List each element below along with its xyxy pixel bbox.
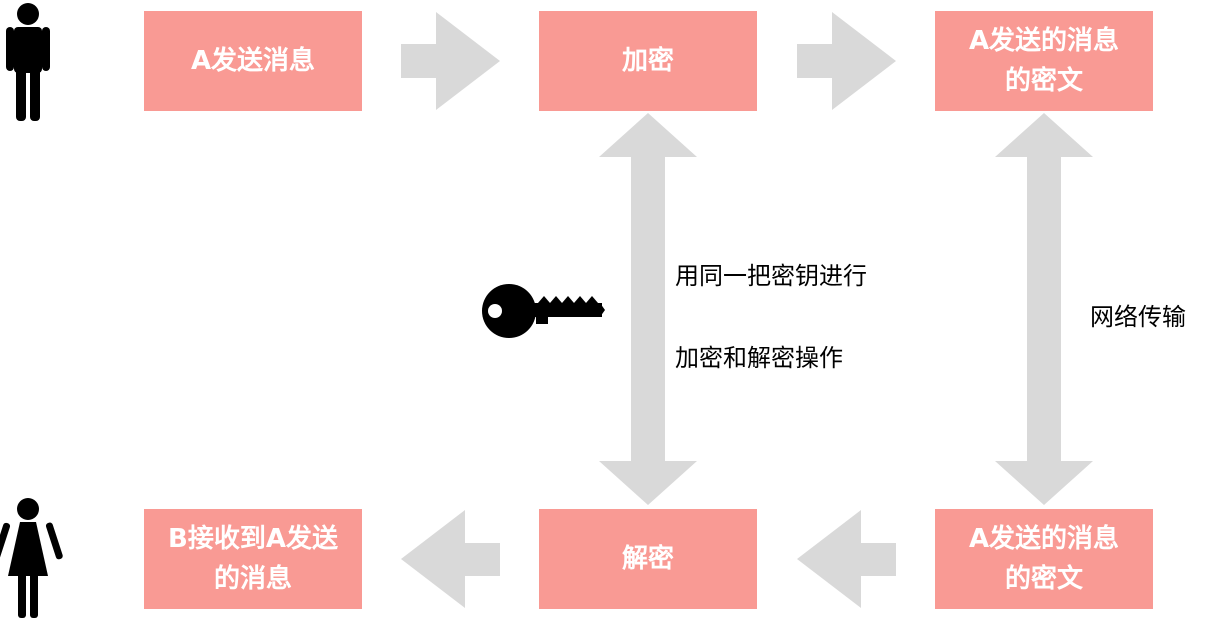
ciphertext-top-label: A发送的消息 的密文 xyxy=(968,26,1120,96)
same-key-note-line2: 加密和解密操作 xyxy=(675,344,843,372)
arrow-left-2 xyxy=(797,510,896,608)
arrow-left-1 xyxy=(401,510,500,608)
man-icon xyxy=(6,3,50,121)
arrow-right-2 xyxy=(797,12,896,110)
send-message-box: A发送消息 xyxy=(144,11,362,111)
decrypt-label: 解密 xyxy=(621,544,674,574)
ciphertext-bottom-label: A发送的消息 的密文 xyxy=(968,524,1120,594)
ciphertext-bottom-box: A发送的消息 的密文 xyxy=(935,509,1153,609)
received-message-box: B接收到A发送 的消息 xyxy=(144,509,362,609)
encrypt-box: 加密 xyxy=(539,11,757,111)
woman-icon xyxy=(0,498,63,618)
received-message-label: B接收到A发送 的消息 xyxy=(168,524,338,594)
arrow-vertical-key xyxy=(599,113,697,505)
send-message-label: A发送消息 xyxy=(190,46,316,76)
key-icon xyxy=(482,284,605,338)
ciphertext-top-box: A发送的消息 的密文 xyxy=(935,11,1153,111)
network-transfer-label: 网络传输 xyxy=(1090,303,1186,331)
arrow-vertical-network xyxy=(995,113,1093,505)
decrypt-box: 解密 xyxy=(539,509,757,609)
encrypt-label: 加密 xyxy=(621,46,674,76)
same-key-note-line1: 用同一把密钥进行 xyxy=(675,262,867,290)
arrow-right-1 xyxy=(401,12,500,110)
